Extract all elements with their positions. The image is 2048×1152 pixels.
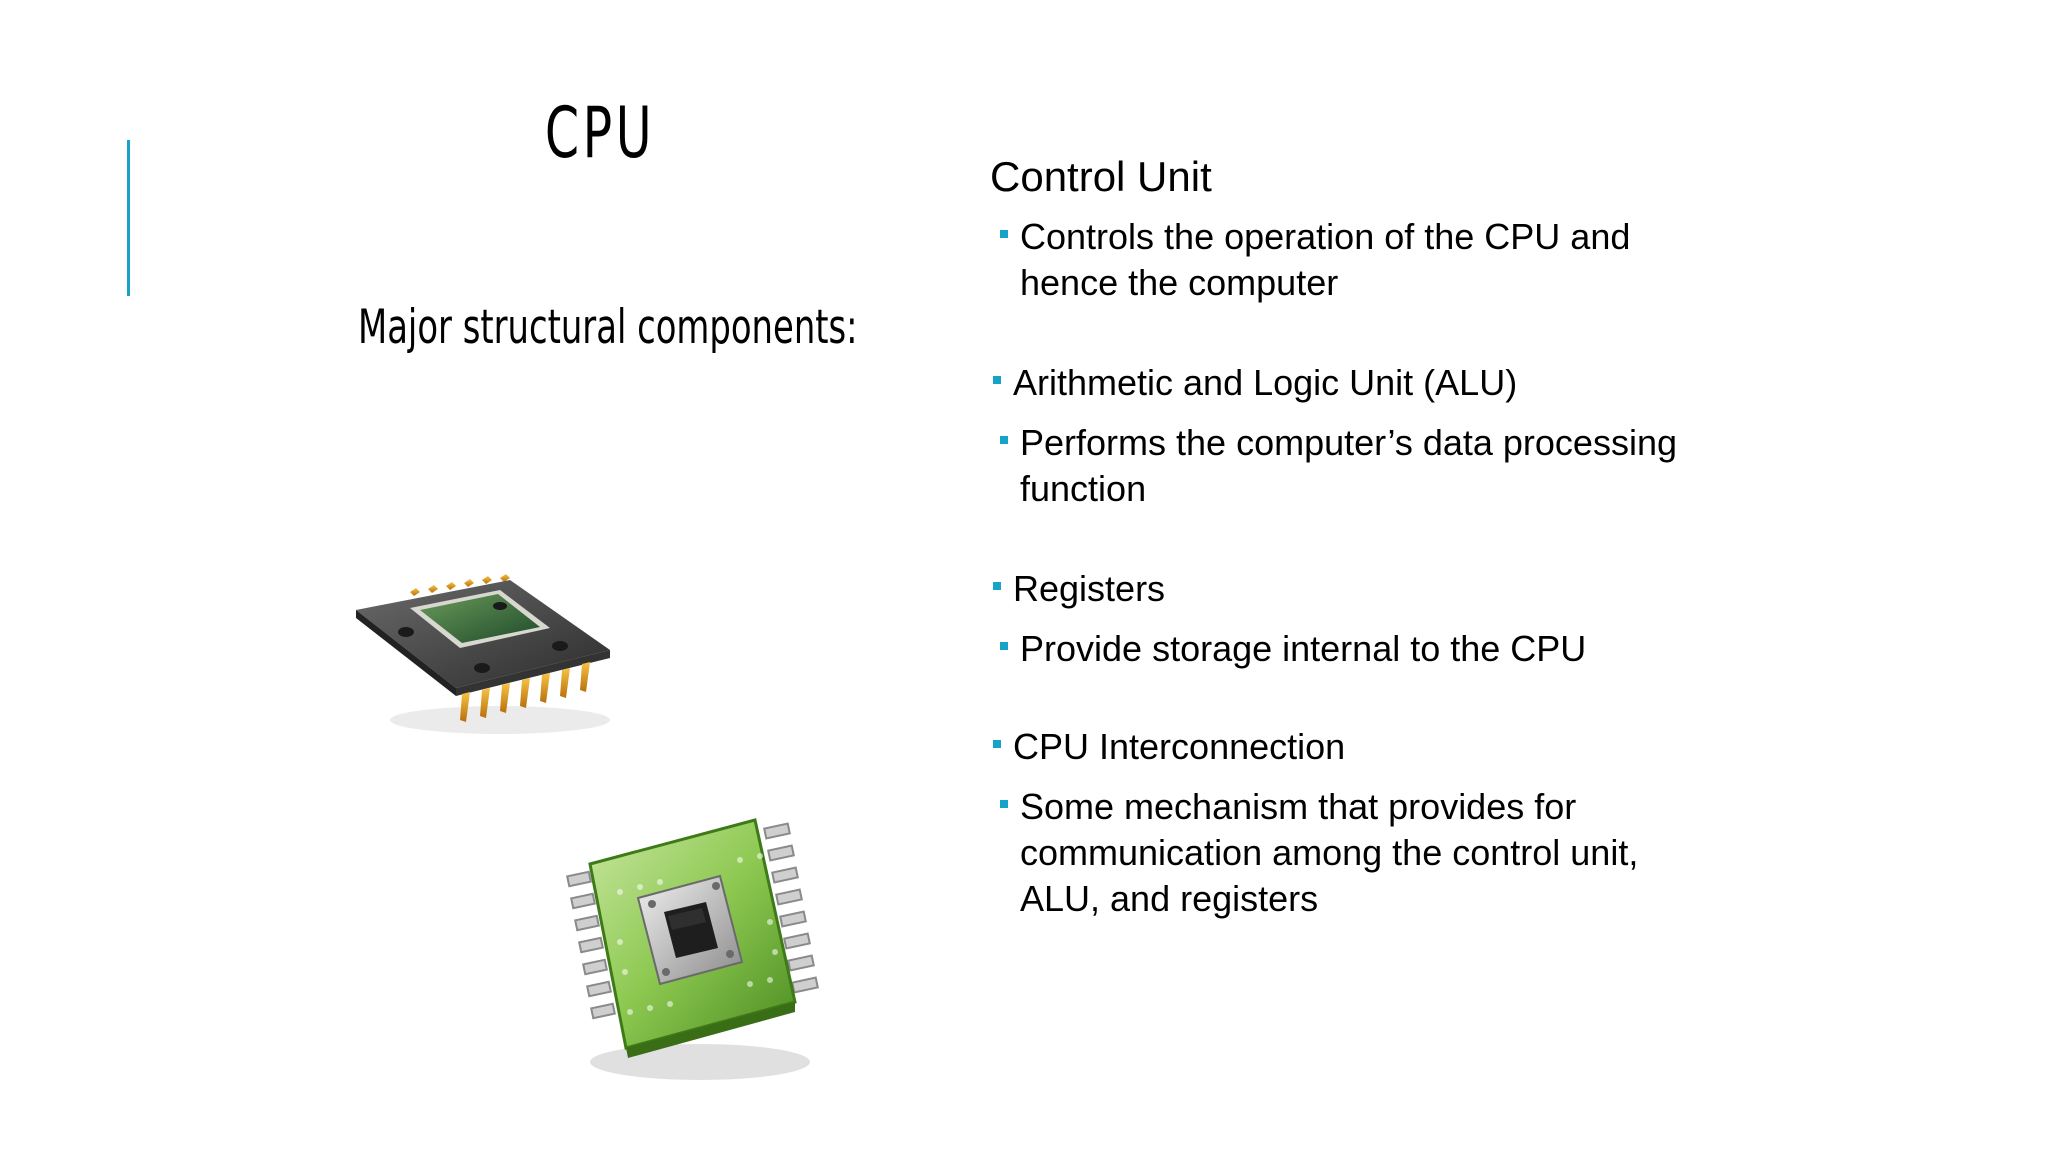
- bullet-square-icon: [993, 740, 1001, 748]
- bullet-text-line: hence the computer: [1020, 262, 1339, 303]
- bullet-square-icon: [1000, 436, 1008, 444]
- cpu-chip-icon: [356, 574, 610, 734]
- bullet-square-icon: [993, 582, 1001, 590]
- bullet-item: Arithmetic and Logic Unit (ALU): [993, 360, 1517, 406]
- accent-bar: [127, 140, 130, 296]
- bullet-item: Controls the operation of the CPU and he…: [1000, 214, 1630, 306]
- bullet-item: Registers: [993, 566, 1165, 612]
- bullet-text-line: communication among the control unit,: [1020, 832, 1639, 873]
- control-unit-heading: Control Unit: [990, 153, 1212, 200]
- bullet-square-icon: [1000, 230, 1008, 238]
- slide-title: CPU: [544, 92, 656, 174]
- bullet-text-line: function: [1020, 468, 1147, 509]
- bullet-text-line: Some mechanism that provides for: [1020, 786, 1577, 827]
- bullet-square-icon: [1000, 800, 1008, 808]
- bullet-square-icon: [993, 376, 1001, 384]
- slide-subtitle: Major structural components:: [358, 300, 858, 355]
- bullet-text-line: Arithmetic and Logic Unit (ALU): [1013, 362, 1518, 403]
- microchip-icon: [566, 818, 819, 1080]
- bullet-text-line: Performs the computer’s data processing: [1020, 422, 1677, 463]
- bullet-text-line: ALU, and registers: [1020, 878, 1319, 919]
- bullet-square-icon: [1000, 642, 1008, 650]
- bullet-item: Performs the computer’s data processing …: [1000, 420, 1677, 512]
- bullet-text-line: CPU Interconnection: [1013, 726, 1346, 767]
- bullet-text-line: Provide storage internal to the CPU: [1020, 628, 1587, 669]
- bullet-item: CPU Interconnection: [993, 724, 1345, 770]
- bullet-item: Some mechanism that provides for communi…: [1000, 784, 1638, 922]
- bullet-item: Provide storage internal to the CPU: [1000, 626, 1586, 672]
- bullet-text-line: Registers: [1013, 568, 1166, 609]
- bullet-text-line: Controls the operation of the CPU and: [1020, 216, 1631, 257]
